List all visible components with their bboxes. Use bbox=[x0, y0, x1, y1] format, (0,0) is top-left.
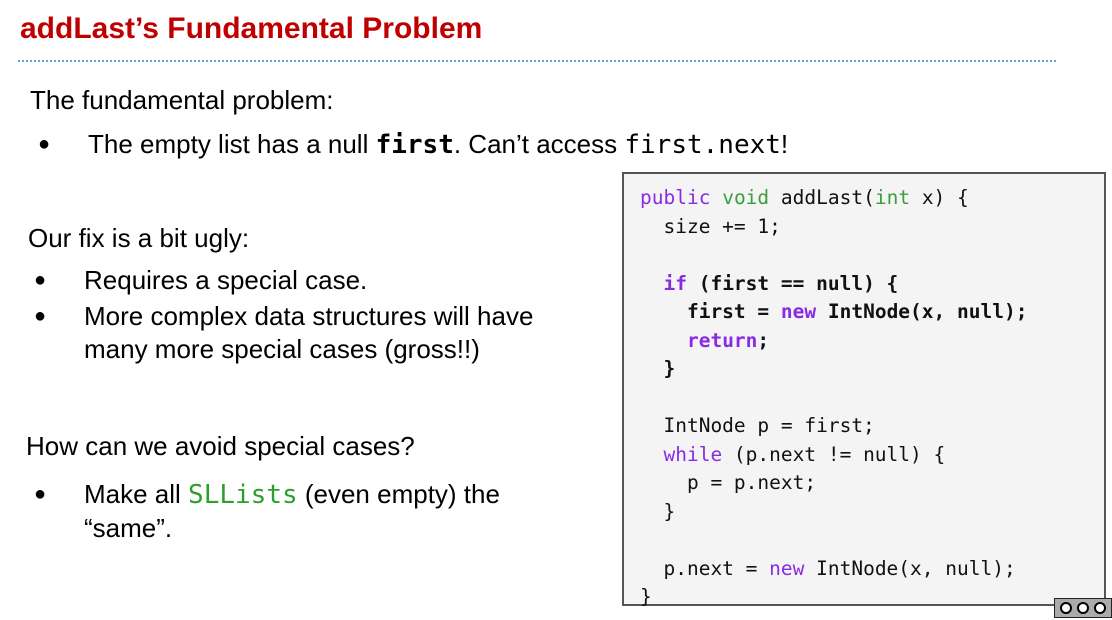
bullet-icon: ● bbox=[34, 269, 47, 291]
code-line bbox=[640, 384, 1104, 413]
problem-text-2: . Can’t access bbox=[453, 129, 625, 159]
fix-bullet-1: ● Requires a special case. bbox=[34, 265, 368, 295]
fix-heading: Our fix is a bit ugly: bbox=[28, 223, 250, 253]
code-line: size += 1; bbox=[640, 214, 781, 238]
code-line: return; bbox=[686, 328, 770, 352]
code-line bbox=[640, 241, 1104, 270]
code-line: p = p.next; bbox=[640, 471, 817, 494]
code-line: if (first == null) { bbox=[663, 271, 899, 295]
title-divider bbox=[18, 60, 1056, 62]
code-line bbox=[640, 526, 1104, 555]
code-first: first bbox=[375, 130, 454, 160]
cc-license-icon bbox=[1054, 598, 1112, 618]
problem-text-1: The empty list has a null bbox=[88, 129, 376, 159]
bullet-icon: ● bbox=[34, 483, 47, 505]
code-line: while (p.next != null) { bbox=[663, 442, 946, 466]
slide-title: addLast’s Fundamental Problem bbox=[20, 12, 483, 45]
code-line: p.next = new IntNode(x, null); bbox=[640, 556, 1016, 580]
code-line: } bbox=[640, 357, 676, 380]
code-line: public void addLast(int x) { bbox=[640, 186, 969, 209]
code-block: public void addLast(int x) { size += 1; … bbox=[622, 172, 1106, 608]
fix-bullet-2: ● More complex data structures will have… bbox=[34, 301, 534, 364]
code-line: IntNode p = first; bbox=[640, 414, 875, 437]
problem-text-3: ! bbox=[780, 129, 789, 159]
problem-bullet: ● The empty list has a null first. Can’t… bbox=[38, 128, 788, 162]
avoid-bullet: ● Make all SLLists (even empty) the “sam… bbox=[34, 479, 500, 543]
code-line: first = new IntNode(x, null); bbox=[640, 300, 1028, 323]
avoid-heading: How can we avoid special cases? bbox=[26, 431, 415, 461]
bullet-icon: ● bbox=[34, 305, 47, 327]
code-first-next: first.next bbox=[624, 130, 781, 160]
bullet-icon: ● bbox=[38, 133, 51, 155]
problem-heading: The fundamental problem: bbox=[30, 85, 334, 115]
code-line: } bbox=[640, 499, 676, 523]
code-sllists: SLLists bbox=[188, 480, 298, 510]
code-line: } bbox=[640, 585, 652, 608]
